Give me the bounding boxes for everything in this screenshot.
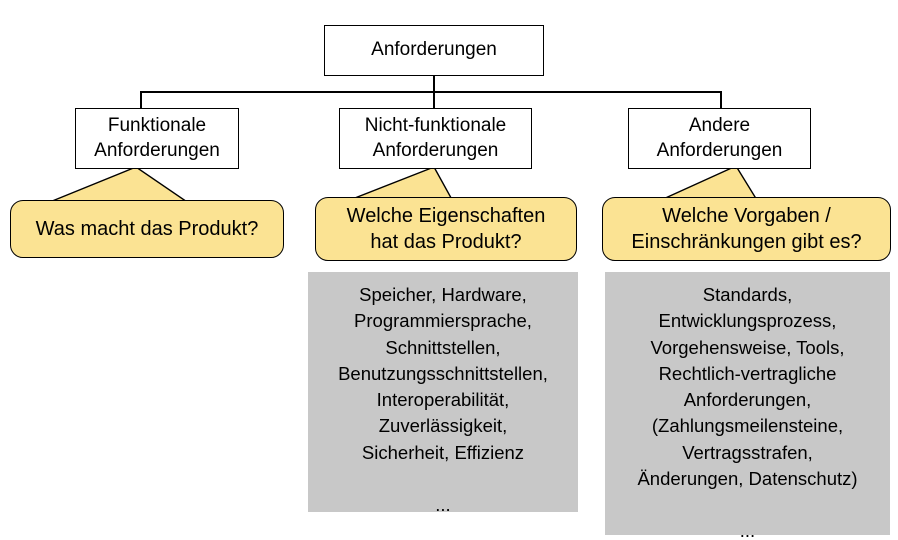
node-anforderungen-root: Anforderungen [324,25,544,76]
callout-nicht-funktionale-question: Welche Eigenschaften hat das Produkt? [315,197,577,261]
node-andere-anforderungen: Andere Anforderungen [628,108,811,169]
node-nicht-funktionale-anforderungen: Nicht-funktionale Anforderungen [339,108,532,169]
node-funktionale-anforderungen: Funktionale Anforderungen [75,108,239,169]
connector-horizontal-bus [140,91,721,93]
connector-stem-andere [720,91,722,109]
panel-nicht-funktionale-examples: Speicher, Hardware, Programmiersprache, … [308,272,578,515]
connector-stem-funktionale [140,91,142,109]
callout-funktionale-question: Was macht das Produkt? [10,200,284,258]
callout-andere-question: Welche Vorgaben / Einschränkungen gibt e… [602,197,891,261]
panel-andere-examples: Standards, Entwicklungsprozess, Vorgehen… [605,272,890,540]
